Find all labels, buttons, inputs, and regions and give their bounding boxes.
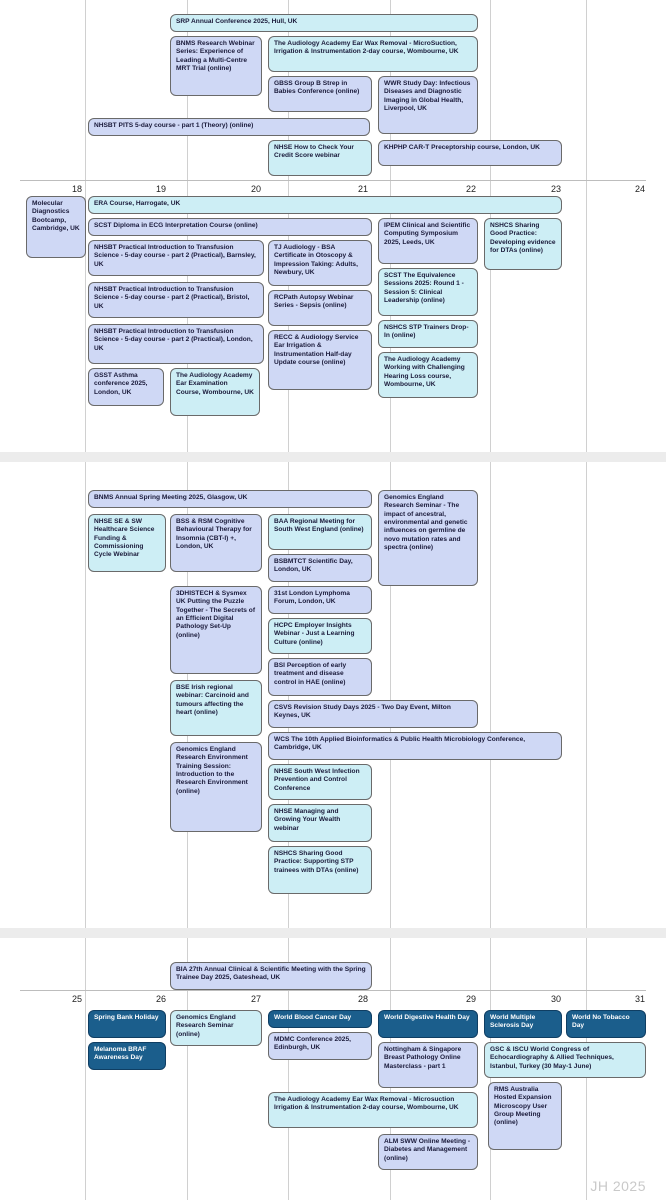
event-card[interactable]: BSE Irish regional webinar: Carcinoid an…	[170, 680, 262, 736]
event-card[interactable]: GSST Asthma conference 2025, London, UK	[88, 368, 164, 406]
event-card[interactable]: World Multiple Sclerosis Day	[484, 1010, 562, 1038]
event-card[interactable]: NHSE SE & SW Healthcare Science Funding …	[88, 514, 166, 572]
event-card[interactable]: 31st London Lymphoma Forum, London, UK	[268, 586, 372, 614]
day-number: 24	[634, 184, 645, 194]
day-number: 25	[71, 994, 82, 1004]
event-card[interactable]: NHSBT Practical Introduction to Transfus…	[88, 324, 264, 364]
day-number: 29	[465, 994, 476, 1004]
event-card[interactable]: MDMC Conference 2025, Edinburgh, UK	[268, 1032, 372, 1060]
day-number: 20	[250, 184, 261, 194]
day-number: 28	[357, 994, 368, 1004]
day-number: 26	[155, 994, 166, 1004]
event-card[interactable]: NSHCS STP Trainers Drop-In (online)	[378, 320, 478, 348]
event-card[interactable]: NHSBT Practical Introduction to Transfus…	[88, 240, 264, 276]
event-card[interactable]: Genomics England Research Seminar (onlin…	[170, 1010, 262, 1046]
event-card[interactable]: BNMS Research Webinar Series: Experience…	[170, 36, 262, 96]
event-card[interactable]: The Audiology Academy Ear Wax Removal - …	[268, 1092, 478, 1128]
event-card[interactable]: 3DHISTECH & Sysmex UK Putting the Puzzle…	[170, 586, 262, 674]
event-card[interactable]: GSC & ISCU World Congress of Echocardiog…	[484, 1042, 646, 1078]
event-card[interactable]: Molecular Diagnostics Bootcamp, Cambridg…	[26, 196, 86, 258]
day-number: 19	[155, 184, 166, 194]
day-number: 31	[634, 994, 645, 1004]
event-card[interactable]: CSVS Revision Study Days 2025 - Two Day …	[268, 700, 478, 728]
event-card[interactable]: NHSE How to Check Your Credit Score webi…	[268, 140, 372, 176]
event-card[interactable]: SCST The Equivalence Sessions 2025: Roun…	[378, 268, 478, 316]
event-card[interactable]: World No Tobacco Day	[566, 1010, 646, 1038]
event-card[interactable]: KHPHP CAR-T Preceptorship course, London…	[378, 140, 562, 166]
event-card[interactable]: GBSS Group B Strep in Babies Conference …	[268, 76, 372, 112]
event-card[interactable]: WWR Study Day: Infectious Diseases and D…	[378, 76, 478, 134]
event-card[interactable]: Nottingham & Singapore Breast Pathology …	[378, 1042, 478, 1088]
event-card[interactable]: BSI Perception of early treatment and di…	[268, 658, 372, 696]
day-number: 18	[71, 184, 82, 194]
event-card[interactable]: NHSE Managing and Growing Your Wealth we…	[268, 804, 372, 842]
event-card[interactable]: World Blood Cancer Day	[268, 1010, 372, 1028]
event-card[interactable]: HCPC Employer Insights Webinar - Just a …	[268, 618, 372, 654]
event-card[interactable]: IPEM Clinical and Scientific Computing S…	[378, 218, 478, 264]
event-card[interactable]: RCPath Autopsy Webinar Series - Sepsis (…	[268, 290, 372, 326]
day-number: 21	[357, 184, 368, 194]
event-card[interactable]: BIA 27th Annual Clinical & Scientific Me…	[170, 962, 372, 990]
event-card[interactable]: RECC & Audiology Service Ear Irrigation …	[268, 330, 372, 390]
calendar-panel-week-extra: BNMS Annual Spring Meeting 2025, Glasgow…	[0, 462, 666, 928]
event-card[interactable]: ALM SWW Online Meeting - Diabetes and Ma…	[378, 1134, 478, 1170]
event-card[interactable]: NHSBT Practical Introduction to Transfus…	[88, 282, 264, 318]
calendar-panel-week-18: 18 19 20 21 22 23 24 SRP Annual Conferen…	[0, 0, 666, 452]
event-card[interactable]: Spring Bank Holiday	[88, 1010, 166, 1038]
day-number: 22	[465, 184, 476, 194]
event-card[interactable]: NSHCS Sharing Good Practice: Developing …	[484, 218, 562, 270]
event-card[interactable]: BSS & RSM Cognitive Behavioural Therapy …	[170, 514, 262, 572]
event-card[interactable]: BAA Regional Meeting for South West Engl…	[268, 514, 372, 550]
event-card[interactable]: SRP Annual Conference 2025, Hull, UK	[170, 14, 478, 32]
day-number: 30	[550, 994, 561, 1004]
event-card[interactable]: TJ Audiology - BSA Certificate in Otosco…	[268, 240, 372, 286]
watermark: JH 2025	[590, 1178, 646, 1194]
event-card[interactable]: NSHCS Sharing Good Practice: Supporting …	[268, 846, 372, 894]
calendar-panel-week-25: 25 26 27 28 29 30 31 BIA 27th Annual Cli…	[0, 938, 666, 1200]
event-card[interactable]: The Audiology Academy Ear Wax Removal - …	[268, 36, 478, 72]
event-card[interactable]: RMS Australia Hosted Expansion Microscop…	[488, 1082, 562, 1150]
event-card[interactable]: The Audiology Academy Working with Chall…	[378, 352, 478, 398]
event-card[interactable]: Genomics England Research Seminar - The …	[378, 490, 478, 586]
day-number: 27	[250, 994, 261, 1004]
event-card[interactable]: BSBMTCT Scientific Day, London, UK	[268, 554, 372, 582]
event-card[interactable]: SCST Diploma in ECG Interpretation Cours…	[88, 218, 372, 236]
event-card[interactable]: WCS The 10th Applied Bioinformatics & Pu…	[268, 732, 562, 760]
event-card[interactable]: NHSE South West Infection Prevention and…	[268, 764, 372, 800]
event-card[interactable]: NHSBT PITS 5-day course - part 1 (Theory…	[88, 118, 370, 136]
day-number: 23	[550, 184, 561, 194]
event-card[interactable]: Melanoma BRAF Awareness Day	[88, 1042, 166, 1070]
event-card[interactable]: The Audiology Academy Ear Examination Co…	[170, 368, 260, 416]
event-card[interactable]: BNMS Annual Spring Meeting 2025, Glasgow…	[88, 490, 372, 508]
event-card[interactable]: ERA Course, Harrogate, UK	[88, 196, 562, 214]
event-card[interactable]: Genomics England Research Environment Tr…	[170, 742, 262, 832]
event-card[interactable]: World Digestive Health Day	[378, 1010, 478, 1038]
